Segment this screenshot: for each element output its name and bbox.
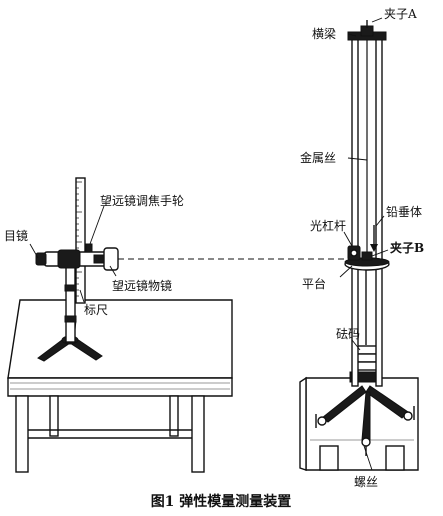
telescope (35, 243, 119, 271)
label-optical-lever: 光杠杆 (310, 218, 346, 233)
label-clamp-b: 夹子B (390, 240, 424, 255)
label-focus-wheel: 望远镜调焦手轮 (100, 193, 184, 208)
label-screw: 螺丝 (354, 475, 378, 489)
label-weights: 砝码 (336, 326, 360, 341)
label-objective: 望远镜物镜 (112, 278, 172, 293)
label-scale: 标尺 (84, 303, 108, 317)
vertical-scale (75, 177, 86, 304)
wire-stand-base (299, 376, 419, 471)
label-crossbeam: 横梁 (312, 26, 336, 41)
figure-caption: 图1 弹性模量测量装置 (151, 493, 292, 510)
telescope-table (7, 299, 233, 473)
label-eyepiece: 目镜 (4, 228, 28, 243)
stand-columns (347, 20, 387, 387)
platform-and-lever (344, 225, 390, 271)
label-plumb-bob: 铅垂体 (386, 205, 422, 219)
telescope-tripod (37, 261, 103, 362)
label-metal-wire: 金属丝 (300, 150, 336, 165)
label-platform: 平台 (302, 276, 326, 291)
label-clamp-a: 夹子A (384, 7, 417, 21)
leader-lines (29, 17, 389, 471)
